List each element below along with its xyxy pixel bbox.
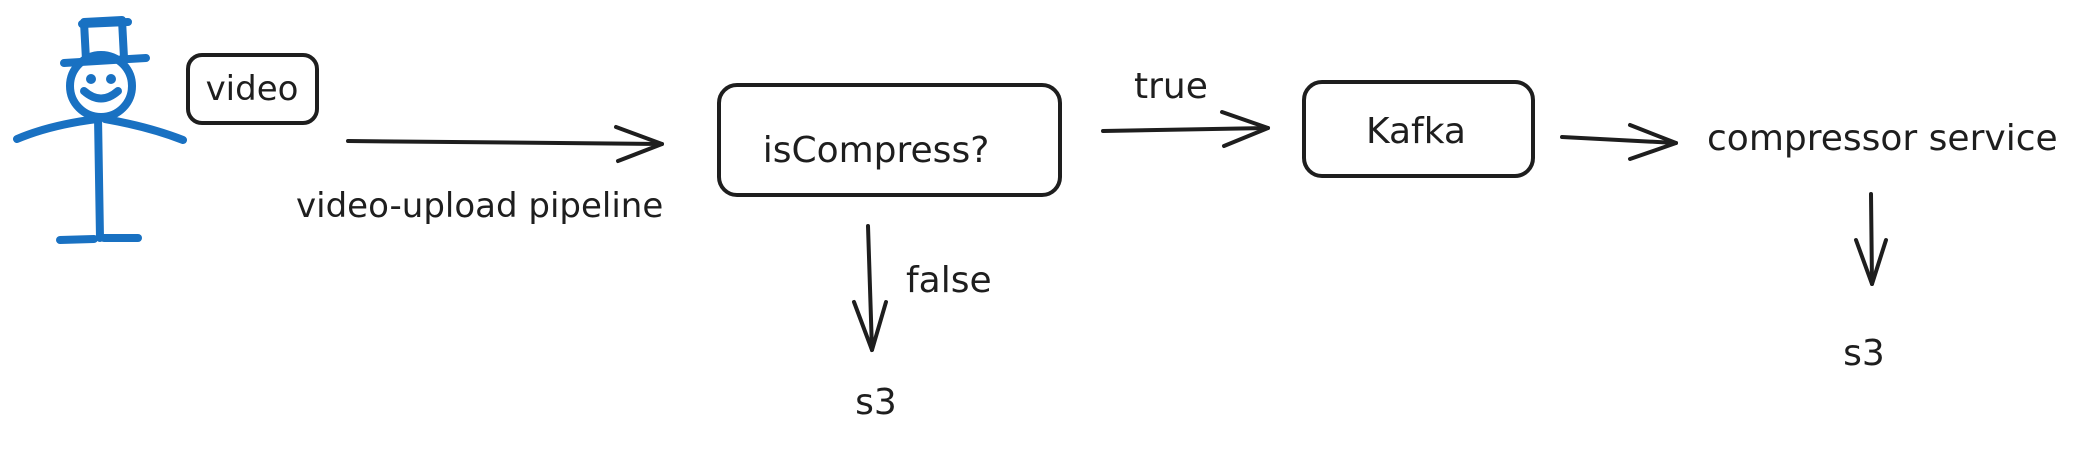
arrow-head [1854,238,1888,286]
kafka-box-border [1302,80,1535,178]
arrow-line [1869,192,1874,286]
arrow-head [1220,110,1270,148]
false-target-label: s3 [855,382,897,423]
arrow-head [852,300,888,352]
decision-box-border [717,83,1062,197]
kafka-box-label: Kafka [1366,111,1466,152]
smile [80,87,122,103]
arrow-line [1560,135,1678,145]
arrow-head [1628,123,1678,161]
left-arm [13,115,101,143]
arrow-service-to-s3 [1854,192,1888,286]
kafka-box: Kafka [1302,80,1535,178]
decision-box: isCompress? [717,83,1062,197]
video-box-label: video [206,69,299,109]
false-label: false [906,260,992,301]
video-box-border [186,53,319,125]
decision-box-label: isCompress? [763,130,990,171]
stick-figure-with-top-hat-icon [13,16,187,244]
arrow-decision-to-s3 [852,224,888,352]
right-arm [101,115,187,144]
hat-top [78,18,132,28]
body [94,113,104,242]
arrow-line [1101,126,1270,133]
video-box: video [186,53,319,125]
arrow-user-to-decision [346,125,664,163]
arrow-kafka-to-service [1560,123,1678,161]
true-label: true [1134,66,1208,107]
arrow-head [614,125,664,163]
service-label: compressor service [1707,118,2058,159]
arrow-line [346,139,664,146]
arrow-line [866,224,874,352]
left-foot [56,235,98,244]
right-eye [106,74,116,84]
pipeline-label: video-upload pipeline [296,186,663,226]
left-eye [86,74,96,84]
service-target-label: s3 [1843,333,1885,374]
arrow-decision-to-kafka [1101,110,1270,148]
